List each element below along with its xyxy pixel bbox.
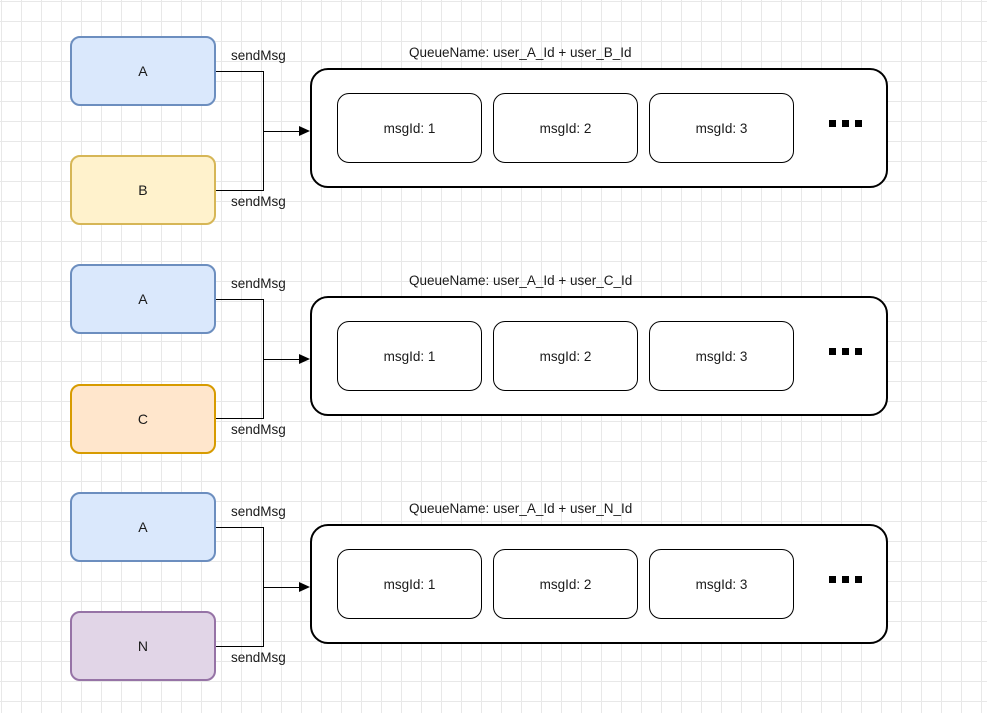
message-label: msgId: 3 bbox=[695, 120, 748, 136]
message-label: msgId: 2 bbox=[539, 120, 592, 136]
message-box[interactable]: msgId: 2 bbox=[493, 93, 638, 163]
message-box[interactable]: msgId: 2 bbox=[493, 321, 638, 391]
sender-node-a-1[interactable]: A bbox=[70, 36, 216, 106]
message-label: msgId: 3 bbox=[695, 348, 748, 364]
message-box[interactable]: msgId: 1 bbox=[337, 321, 482, 391]
arrowhead-icon bbox=[299, 354, 310, 364]
sender-node-c[interactable]: C bbox=[70, 384, 216, 454]
sender-node-a-2[interactable]: A bbox=[70, 264, 216, 334]
connector-line bbox=[263, 587, 303, 588]
connector-line bbox=[263, 359, 303, 360]
message-label: msgId: 2 bbox=[539, 348, 592, 364]
message-box[interactable]: msgId: 1 bbox=[337, 549, 482, 619]
sender-node-label: A bbox=[138, 63, 148, 79]
edge-label-sendmsg: sendMsg bbox=[231, 276, 286, 291]
sender-node-a-3[interactable]: A bbox=[70, 492, 216, 562]
connector-line bbox=[216, 190, 264, 191]
sender-node-label: B bbox=[138, 182, 148, 198]
edge-label-sendmsg: sendMsg bbox=[231, 48, 286, 63]
queue-title: QueueName: user_A_Id + user_C_Id bbox=[409, 273, 633, 288]
queue-title: QueueName: user_A_Id + user_N_Id bbox=[409, 501, 633, 516]
sender-node-label: C bbox=[137, 411, 149, 427]
sender-node-label: A bbox=[138, 291, 148, 307]
connector-line bbox=[216, 299, 264, 300]
connector-line bbox=[216, 646, 264, 647]
arrowhead-icon bbox=[299, 582, 310, 592]
ellipsis-icon bbox=[829, 576, 862, 583]
message-box[interactable]: msgId: 2 bbox=[493, 549, 638, 619]
message-label: msgId: 1 bbox=[383, 120, 436, 136]
arrowhead-icon bbox=[299, 126, 310, 136]
queue-container: msgId: 1 msgId: 2 msgId: 3 bbox=[310, 524, 888, 644]
message-box[interactable]: msgId: 3 bbox=[649, 321, 794, 391]
connector-line bbox=[216, 527, 264, 528]
message-box[interactable]: msgId: 1 bbox=[337, 93, 482, 163]
edge-label-sendmsg: sendMsg bbox=[231, 422, 286, 437]
edge-label-sendmsg: sendMsg bbox=[231, 194, 286, 209]
message-label: msgId: 2 bbox=[539, 576, 592, 592]
sender-node-label: N bbox=[137, 638, 149, 654]
message-label: msgId: 1 bbox=[383, 576, 436, 592]
connector-line bbox=[263, 131, 303, 132]
ellipsis-icon bbox=[829, 348, 862, 355]
sender-node-n[interactable]: N bbox=[70, 611, 216, 681]
ellipsis-icon bbox=[829, 120, 862, 127]
edge-label-sendmsg: sendMsg bbox=[231, 504, 286, 519]
edge-label-sendmsg: sendMsg bbox=[231, 650, 286, 665]
connector-line bbox=[216, 418, 264, 419]
message-label: msgId: 1 bbox=[383, 348, 436, 364]
queue-container: msgId: 1 msgId: 2 msgId: 3 bbox=[310, 296, 888, 416]
message-label: msgId: 3 bbox=[695, 576, 748, 592]
connector-line bbox=[216, 71, 264, 72]
message-box[interactable]: msgId: 3 bbox=[649, 549, 794, 619]
message-box[interactable]: msgId: 3 bbox=[649, 93, 794, 163]
sender-node-label: A bbox=[138, 519, 148, 535]
queue-container: msgId: 1 msgId: 2 msgId: 3 bbox=[310, 68, 888, 188]
queue-title: QueueName: user_A_Id + user_B_Id bbox=[409, 45, 632, 60]
sender-node-b[interactable]: B bbox=[70, 155, 216, 225]
